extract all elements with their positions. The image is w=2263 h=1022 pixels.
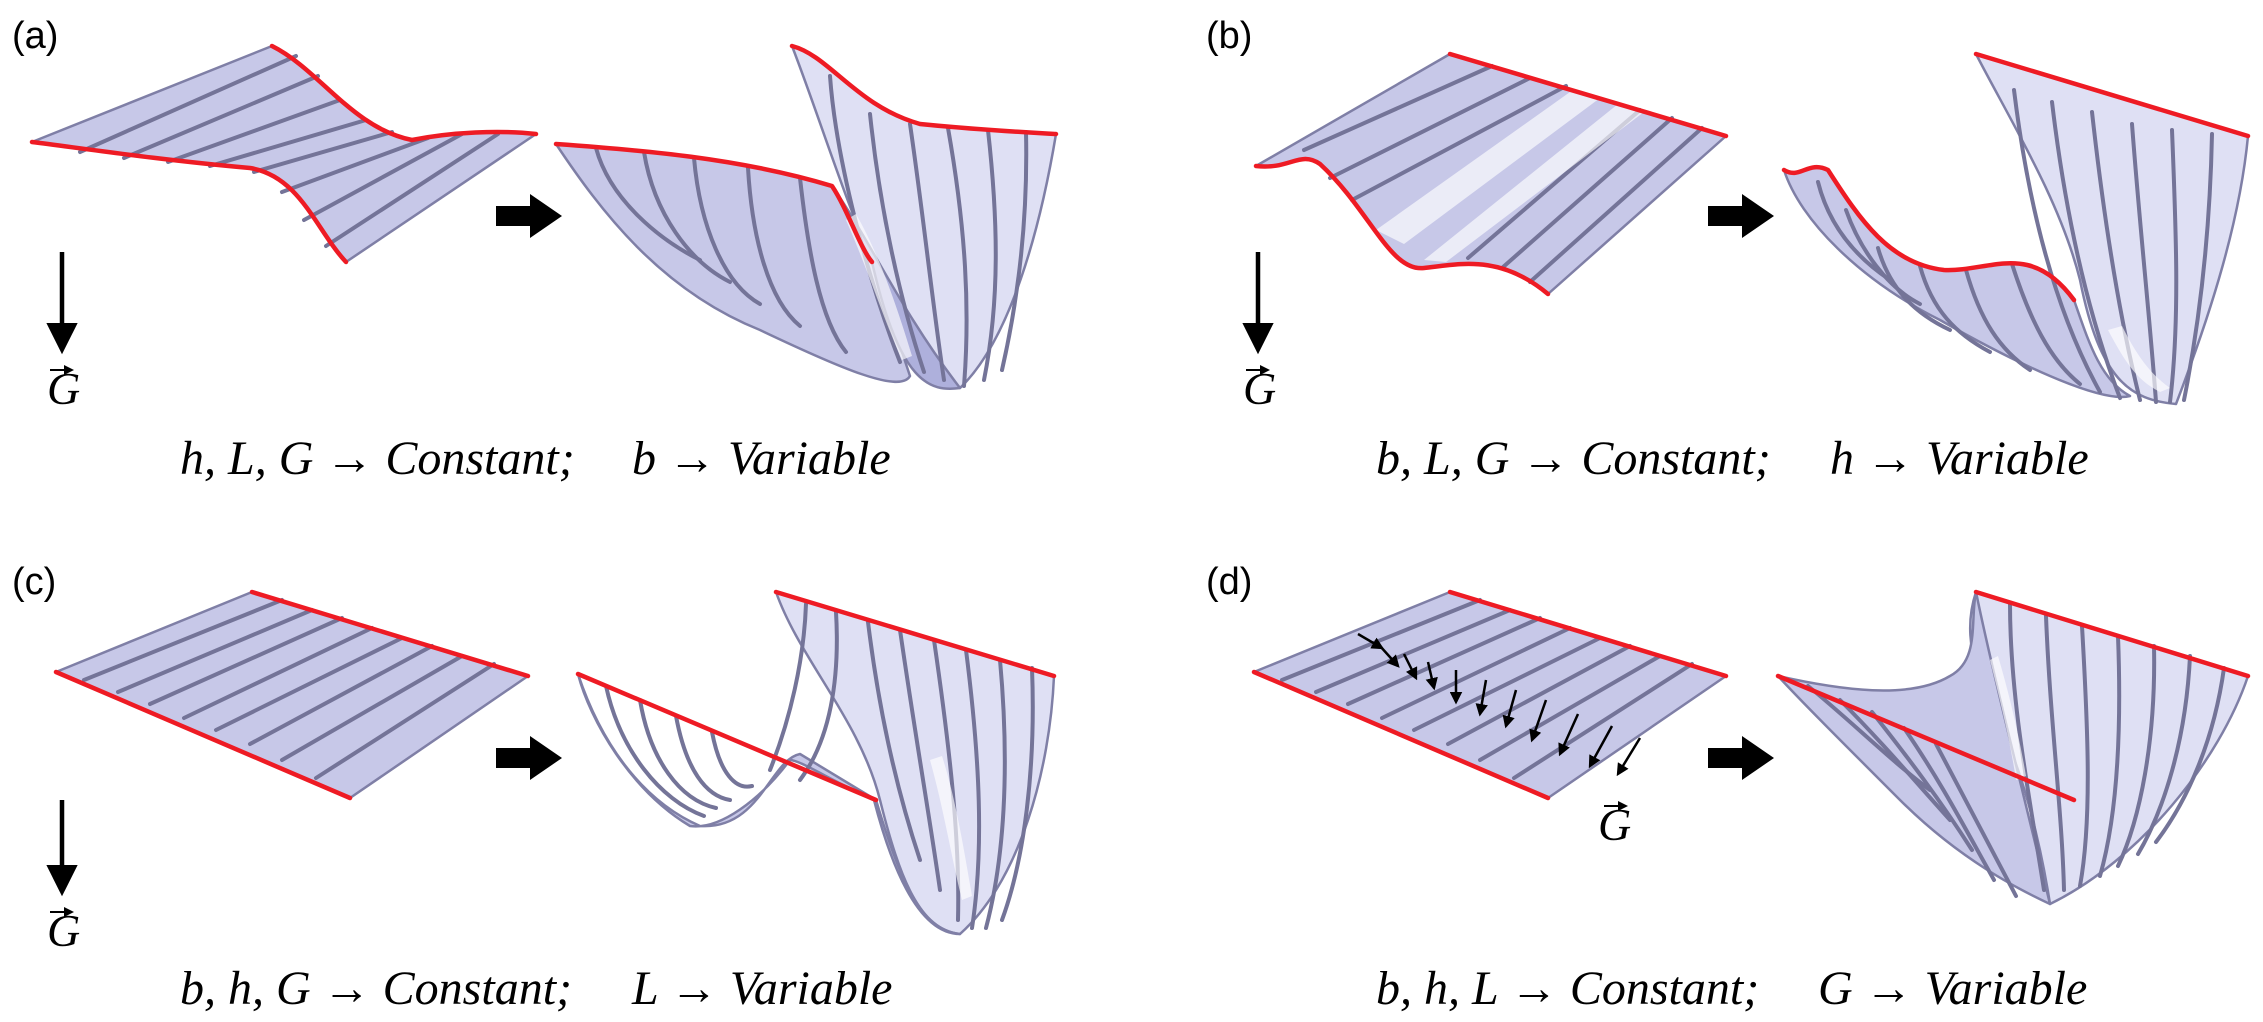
edge-curve-a4 [789,43,1059,137]
edge-curve-a3 [553,141,875,265]
right-thick-arrow-icon [496,194,562,238]
caption-left-c: b, h, G → Constant; [180,962,572,1015]
panel-d: (d) [1206,561,2251,1015]
panel-b: (b) G [1206,15,2251,485]
edge-curve-a1 [29,139,349,265]
edge-curve-c1 [53,669,353,801]
ruling-lines-a [78,54,500,248]
ruling-lines-d [1280,598,1694,780]
panel-label-d: (d) [1206,561,1252,603]
right-thick-arrow-icon [1708,736,1774,780]
ruling-lines-b-deformed [1816,88,2214,404]
ruling-lines-d-deformed [1806,602,2226,898]
edge-curve-b4 [1973,51,2251,139]
sheet-deformed-a [553,43,1059,390]
caption-right-d: G → Variable [1818,962,2087,1015]
gravity-arrow-a: G [46,252,80,414]
edge-curve-c3 [575,671,879,803]
sheet-initial-a [29,43,539,265]
gravity-arrow-b: G [1242,252,1276,414]
panel-c: (c) G [12,561,1057,1015]
edge-curve-b2 [1447,51,1729,139]
sheet-initial-d: G [1251,589,1729,850]
ruling-lines-a-deformed [594,74,1029,388]
panel-label-a: (a) [12,15,58,57]
edge-curve-a2 [269,43,539,143]
gravity-symbol-c: G [47,905,80,956]
sheet-initial-b [1253,51,1729,297]
sheet-deformed-c [575,589,1057,936]
caption-right-b: h → Variable [1830,432,2089,485]
edge-curve-d3 [1775,673,2077,803]
ruling-lines-c [82,598,496,780]
sheet-initial-c [53,589,531,801]
caption-left-b: b, L, G → Constant; [1376,432,1771,485]
right-thick-arrow-icon [1708,194,1774,238]
ruling-lines-c-deformed [604,602,1035,930]
caption-left-d: b, h, L → Constant; [1376,962,1759,1015]
caption-right-c: L → Variable [631,962,892,1015]
ruling-lines-b [1302,64,1704,284]
edge-curve-c2 [249,589,531,679]
right-thick-arrow-icon [496,736,562,780]
gravity-arrow-c: G [46,800,80,956]
edge-curve-d2 [1447,589,1729,679]
edge-curve-c4 [773,589,1057,679]
sheet-deformed-d [1775,589,2251,906]
panel-a: (a) G [12,15,1059,485]
edge-curve-d1 [1251,669,1551,801]
edge-curve-d4 [1973,589,2251,679]
gravity-symbol-a: G [47,363,80,414]
edge-curve-b1 [1253,156,1551,297]
caption-right-a: b → Variable [632,432,891,485]
gravity-field-arrows-d [1357,632,1642,777]
panel-label-b: (b) [1206,15,1252,57]
gravity-symbol-b: G [1243,363,1276,414]
panel-label-c: (c) [12,561,56,603]
caption-left-a: h, L, G → Constant; [180,432,575,485]
edge-curve-b3 [1781,164,2077,303]
sheet-deformed-b [1781,51,2251,406]
